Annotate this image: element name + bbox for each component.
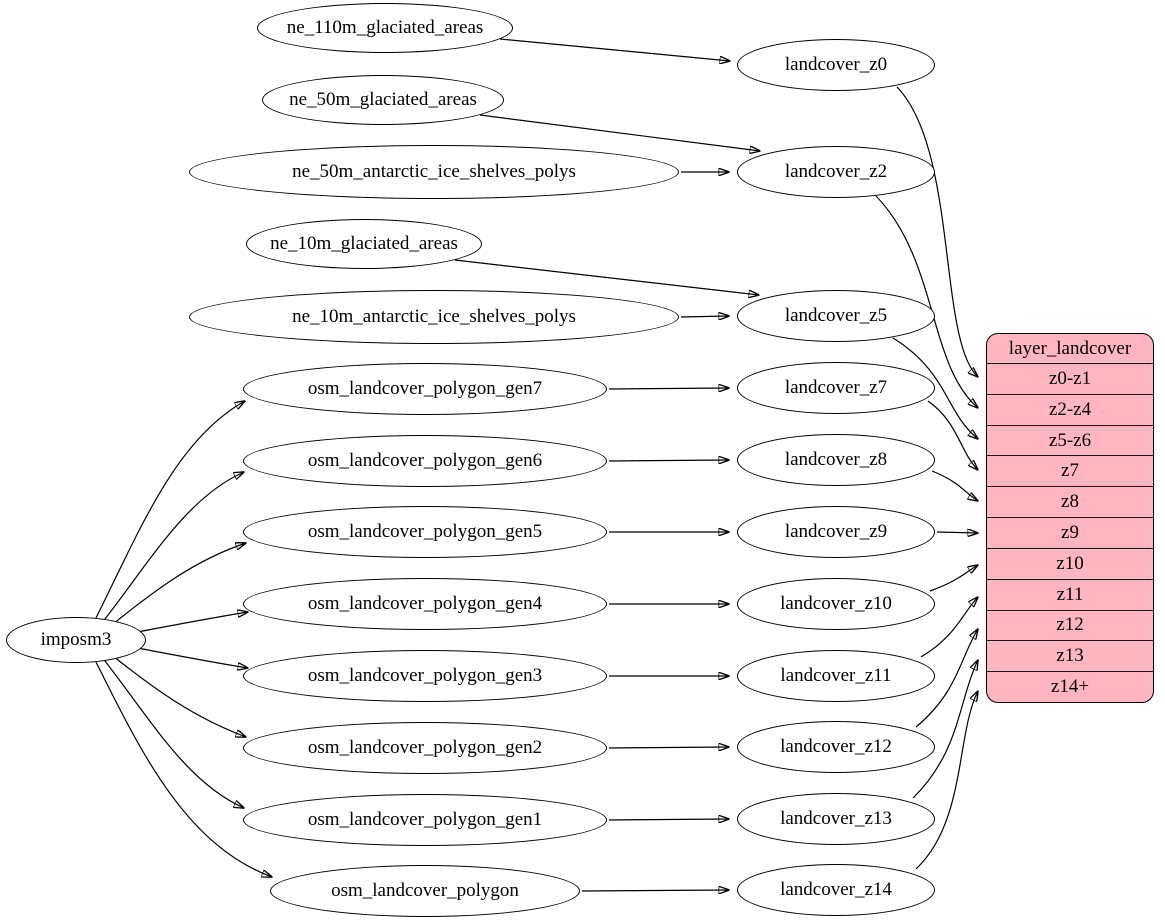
row-z0-z1: z0-z1 — [987, 363, 1153, 394]
edge-z12-to-row-z12 — [915, 629, 978, 728]
edge-imposm3-to-gen6 — [100, 472, 244, 625]
edge-gen7-to-z7 — [608, 388, 729, 389]
node-ne_110m_glaciated_areas: ne_110m_glaciated_areas — [257, 3, 513, 53]
row-z13: z13 — [987, 640, 1153, 671]
node-landcover_z11: landcover_z11 — [737, 650, 935, 702]
row-z2-z4: z2-z4 — [987, 393, 1153, 425]
node-ne_10m_glaciated_areas: ne_10m_glaciated_areas — [246, 219, 482, 269]
node-osm_landcover_polygon_gen2: osm_landcover_polygon_gen2 — [243, 722, 607, 774]
node-landcover_z13: landcover_z13 — [737, 793, 935, 845]
node-landcover_z10: landcover_z10 — [737, 578, 935, 630]
edge-gen6-to-z8 — [608, 460, 729, 461]
node-landcover_z5: landcover_z5 — [737, 290, 935, 342]
node-ne_10m_antarctic_ice_shelves_polys: ne_10m_antarctic_ice_shelves_polys — [189, 290, 679, 344]
node-osm_landcover_polygon: osm_landcover_polygon — [270, 865, 580, 917]
node-ne_50m_antarctic_ice_shelves_polys: ne_50m_antarctic_ice_shelves_polys — [189, 145, 679, 199]
node-layer_landcover: layer_landcover z0-z1 z2-z4 z5-z6 z7 z8 … — [986, 333, 1154, 703]
edge-ne50m-glac-to-z2 — [479, 114, 760, 151]
edge-z8-to-row-z8 — [931, 470, 978, 501]
edge-z13-to-row-z13 — [912, 660, 978, 799]
edge-imposm3-to-gen7 — [94, 401, 245, 621]
edge-z10-to-row-z10 — [929, 565, 978, 592]
edge-imposm3-to-gen1 — [100, 655, 244, 808]
row-z14plus: z14+ — [987, 671, 1153, 702]
edge-imposm3-to-gen2 — [107, 651, 246, 737]
edge-gen1-to-z13 — [608, 819, 729, 820]
row-z12: z12 — [987, 609, 1153, 641]
node-imposm3: imposm3 — [6, 617, 146, 663]
node-ne_50m_glaciated_areas: ne_50m_glaciated_areas — [262, 75, 504, 125]
edge-imposm3-to-gen4 — [131, 612, 248, 634]
edge-ne10m-ant-to-z5 — [680, 316, 729, 317]
node-osm_landcover_polygon_gen5: osm_landcover_polygon_gen5 — [243, 506, 607, 558]
edge-gen2-to-z12 — [608, 747, 729, 748]
node-osm_landcover_polygon_gen3: osm_landcover_polygon_gen3 — [243, 650, 607, 702]
row-z8: z8 — [987, 486, 1153, 517]
node-landcover_z12: landcover_z12 — [737, 721, 935, 773]
row-z9: z9 — [987, 517, 1153, 548]
edge-imposm3-to-gen5 — [107, 543, 246, 629]
row-z7: z7 — [987, 455, 1153, 486]
edge-z5-to-row-z5z6 — [892, 337, 978, 439]
edge-z0-to-row-z0z1 — [896, 86, 978, 377]
edge-ne110m-to-z0 — [499, 38, 730, 61]
node-landcover_z2: landcover_z2 — [737, 146, 935, 198]
node-osm_landcover_polygon_gen7: osm_landcover_polygon_gen7 — [243, 363, 607, 415]
node-osm_landcover_polygon_gen6: osm_landcover_polygon_gen6 — [243, 435, 607, 487]
row-z10: z10 — [987, 547, 1153, 579]
edge-ne10m-glac-to-z5 — [454, 259, 759, 295]
node-osm_landcover_polygon_gen4: osm_landcover_polygon_gen4 — [243, 578, 607, 630]
edge-imposm3-to-polygon — [94, 659, 272, 877]
layer-landcover-title: layer_landcover — [1008, 337, 1132, 359]
row-z11: z11 — [987, 578, 1153, 610]
edge-z7-to-row-z7 — [927, 400, 978, 470]
edge-polygon-to-z14 — [581, 890, 729, 891]
row-z5-z6: z5-z6 — [987, 424, 1153, 456]
node-landcover_z8: landcover_z8 — [737, 434, 935, 486]
edge-z9-to-row-z9 — [936, 532, 978, 533]
node-landcover_z7: landcover_z7 — [737, 362, 935, 414]
node-landcover_z14: landcover_z14 — [737, 864, 935, 916]
node-landcover_z0: landcover_z0 — [737, 39, 935, 91]
edge-z14-to-row-z14plus — [915, 691, 978, 870]
node-landcover_z9: landcover_z9 — [737, 506, 935, 558]
node-osm_landcover_polygon_gen1: osm_landcover_polygon_gen1 — [243, 794, 607, 846]
edge-z11-to-row-z11 — [920, 597, 978, 658]
edge-imposm3-to-gen3 — [131, 646, 248, 668]
